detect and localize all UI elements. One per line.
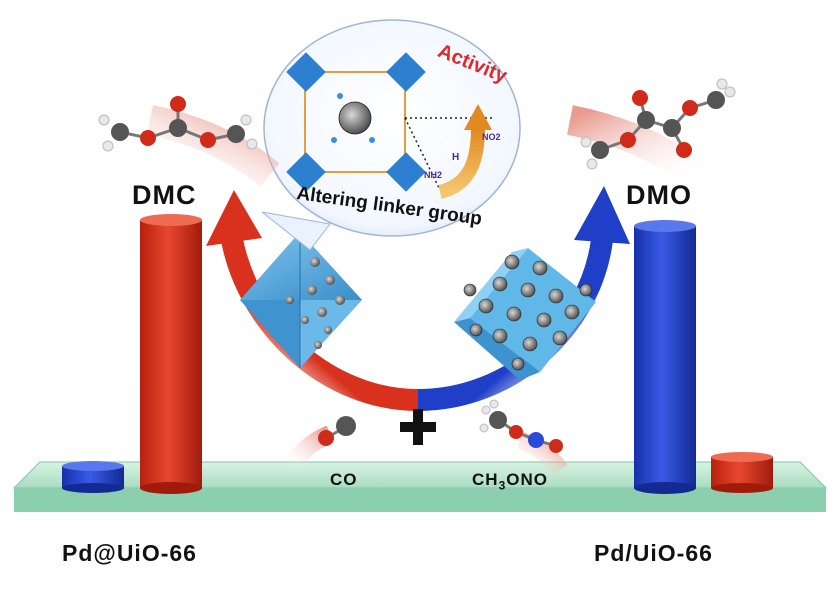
- embedded-nanoparticles: [286, 257, 345, 349]
- ch3ono-prefix: CH: [472, 470, 499, 489]
- octahedron-crystal: [240, 232, 362, 368]
- dmc-label: DMC: [132, 180, 197, 210]
- bar-left-blue: [62, 461, 124, 493]
- ch3ono-molecule: [479, 399, 568, 476]
- dmo-label: DMO: [626, 180, 692, 210]
- cube-crystal: [454, 248, 596, 380]
- dmc-molecule: [98, 96, 280, 187]
- co-molecule: [281, 416, 356, 475]
- ch3ono-subscript: 3: [498, 478, 507, 493]
- activity-arrow: [437, 104, 492, 199]
- group-h: H: [452, 152, 459, 163]
- zoom-bubble: Activity NH2 H NO2 Altering linker group: [261, 19, 521, 251]
- bar-right-blue: [634, 220, 696, 494]
- ch3ono-label: CH3ONO: [472, 470, 548, 492]
- group-nh2: NH2: [424, 170, 442, 180]
- catalyst-right-label: Pd/UiO-66: [594, 540, 713, 566]
- group-no2: NO2: [482, 132, 501, 142]
- bar-left-red: [140, 214, 202, 494]
- bar-right-red: [711, 452, 773, 493]
- surface-nanoparticles: [463, 254, 593, 371]
- co-label: CO: [330, 470, 358, 489]
- catalyst-left-label: Pd@UiO-66: [62, 540, 197, 566]
- plus-sign: [400, 409, 436, 445]
- support-plate: [12, 461, 828, 512]
- dmo-molecule: [566, 78, 736, 191]
- ch3ono-suffix: ONO: [506, 470, 548, 489]
